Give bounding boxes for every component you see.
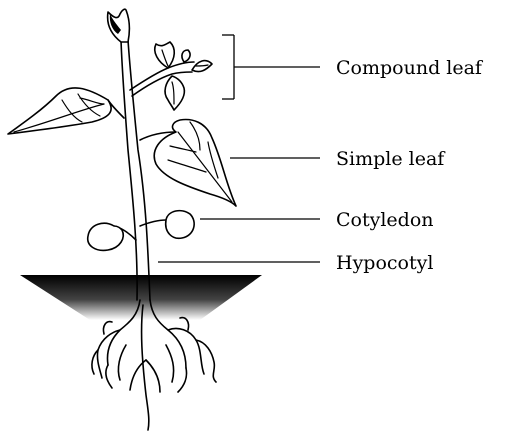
cotyledon-stalk-right bbox=[140, 220, 166, 226]
stem bbox=[121, 40, 137, 300]
hypocotyl-label: Hypocotyl bbox=[336, 252, 433, 274]
cotyledon-right bbox=[166, 211, 194, 239]
compound-leaflet-small bbox=[182, 50, 190, 62]
compound-leaf-bracket bbox=[222, 35, 320, 99]
cotyledon-label: Cotyledon bbox=[336, 209, 434, 231]
simple-leaf-label: Simple leaf bbox=[336, 148, 446, 170]
left-leaf bbox=[8, 88, 111, 134]
cotyledon-left bbox=[88, 223, 123, 250]
terminal-bud bbox=[108, 9, 130, 42]
compound-leaflet-top bbox=[155, 42, 175, 68]
soil-wedge bbox=[20, 275, 262, 320]
compound-leaflet-bottom bbox=[165, 76, 184, 110]
compound-leaf-label: Compound leaf bbox=[336, 57, 484, 79]
compound-petiole bbox=[130, 62, 194, 90]
